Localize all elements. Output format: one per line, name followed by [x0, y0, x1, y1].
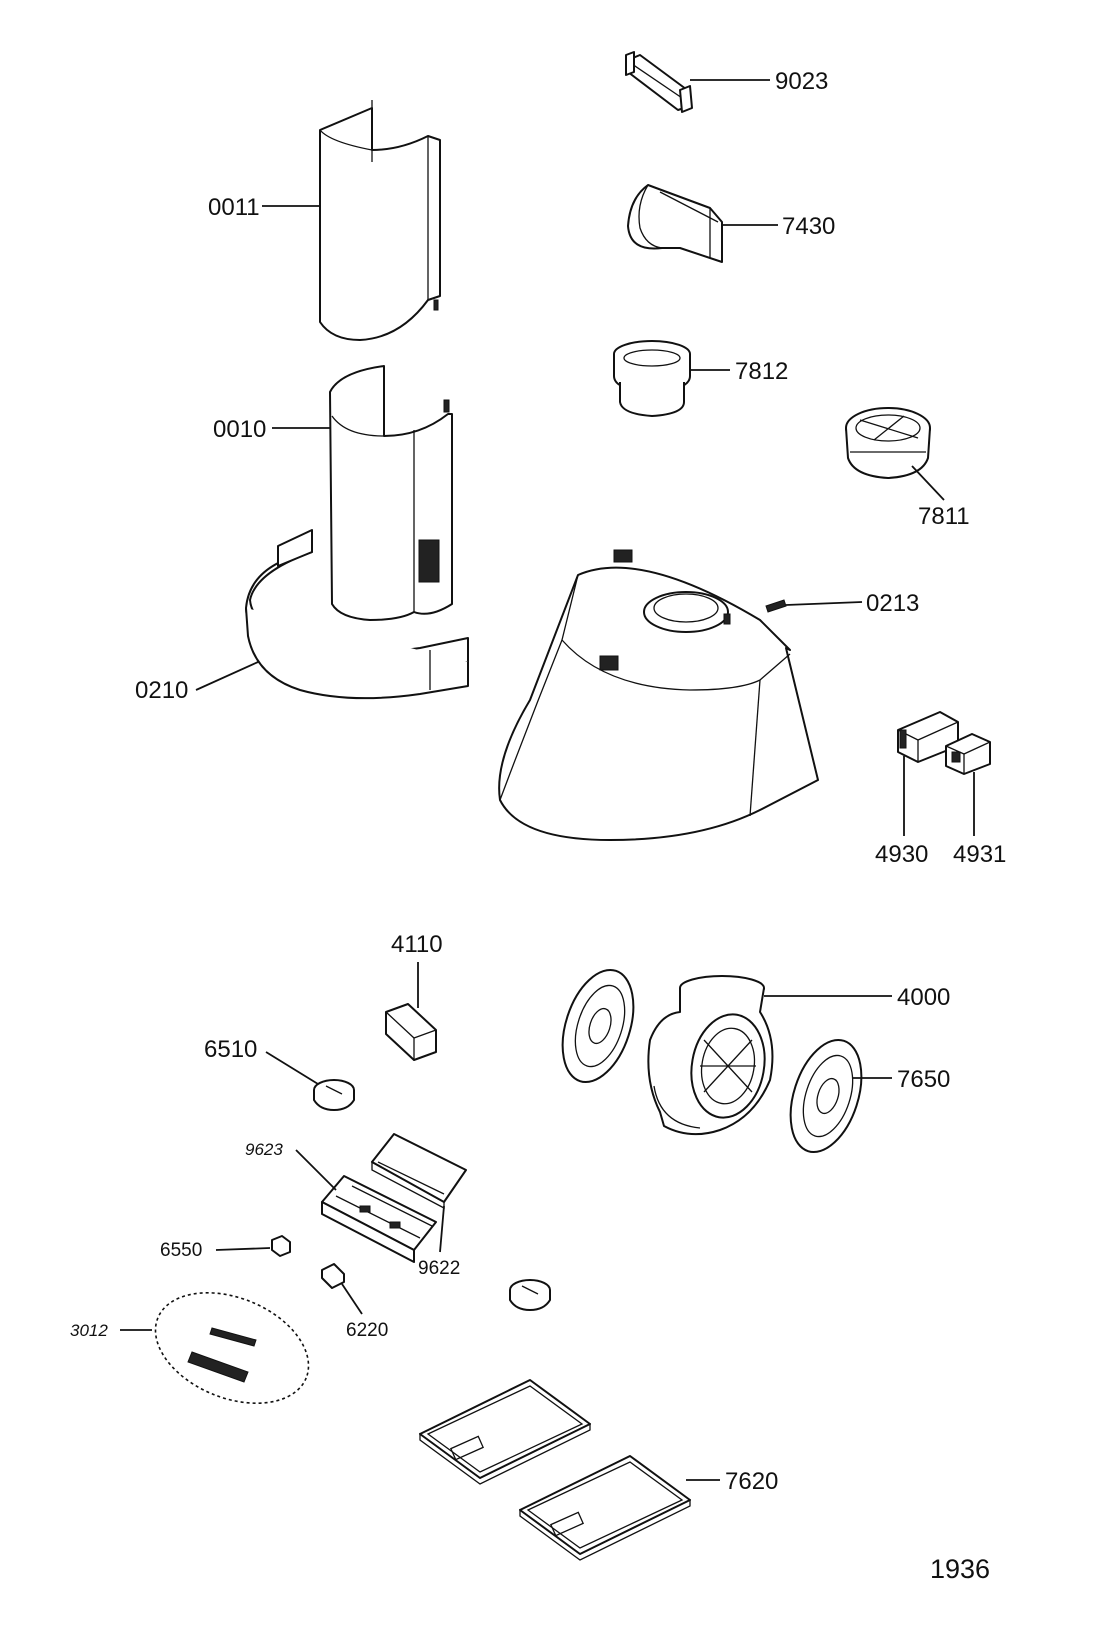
callout-0210: 0210 [135, 677, 188, 704]
callout-9023: 9023 [775, 68, 828, 95]
callout-3012: 3012 [70, 1321, 108, 1340]
part-4110-capacitor [385, 1003, 437, 1061]
leader-0213 [785, 601, 863, 606]
callout-4110: 4110 [391, 931, 443, 958]
callout-7650: 7650 [897, 1066, 950, 1093]
part-6550-switch [271, 1235, 291, 1257]
part-0011-upper-chimney [319, 100, 441, 341]
hood-canopy [498, 549, 819, 841]
callout-6220: 6220 [346, 1320, 388, 1341]
diagram-reference-number: 1936 [930, 1554, 990, 1584]
part-7430-duct-adapter [627, 184, 723, 263]
callout-6510: 6510 [204, 1036, 257, 1063]
part-7650-blower-cover-left [561, 968, 635, 1084]
callout-9623: 9623 [245, 1140, 283, 1159]
callout-6550: 6550 [160, 1240, 202, 1261]
part-9023-bracket [625, 51, 693, 113]
leader-9623 [295, 1149, 337, 1191]
part-0213-clip [765, 599, 787, 613]
part-7811-check-valve [845, 407, 931, 479]
leader-6220 [341, 1283, 363, 1315]
callout-4930: 4930 [875, 841, 928, 868]
knob-2 [509, 1279, 551, 1311]
callout-0011: 0011 [208, 194, 260, 221]
leader-0210 [195, 661, 259, 691]
callout-0010: 0010 [213, 416, 266, 443]
part-6510-knob [313, 1079, 355, 1111]
leader-6550 [215, 1247, 271, 1251]
callout-7430: 7430 [782, 213, 835, 240]
callout-4931: 4931 [953, 841, 1006, 868]
leader-9622 [439, 1205, 445, 1253]
callout-7812: 7812 [735, 358, 788, 385]
part-6220-button [321, 1263, 345, 1289]
part-7650-blower-cover-right [789, 1038, 863, 1154]
part-0210-curved-trim [245, 529, 469, 700]
callout-7811: 7811 [918, 503, 970, 530]
part-4931-box [945, 733, 991, 775]
part-0010-lower-chimney [329, 365, 453, 621]
part-9623-panel-housing [321, 1175, 437, 1263]
part-9622-panel-cover [371, 1133, 467, 1210]
part-4000-blower-motor [647, 975, 774, 1136]
part-7620-grease-filter-2 [519, 1455, 691, 1561]
part-7620-grease-filter-1 [419, 1379, 591, 1485]
callout-7620: 7620 [725, 1468, 778, 1495]
part-7812-round-connector [613, 340, 691, 417]
leader-7811 [911, 465, 945, 501]
leader-6510 [265, 1051, 319, 1085]
callout-9622: 9622 [418, 1258, 460, 1279]
callout-4000: 4000 [897, 984, 950, 1011]
part-4930-bracket [897, 711, 959, 763]
callout-0213: 0213 [866, 590, 919, 617]
part-3012-button-set [154, 1291, 310, 1405]
